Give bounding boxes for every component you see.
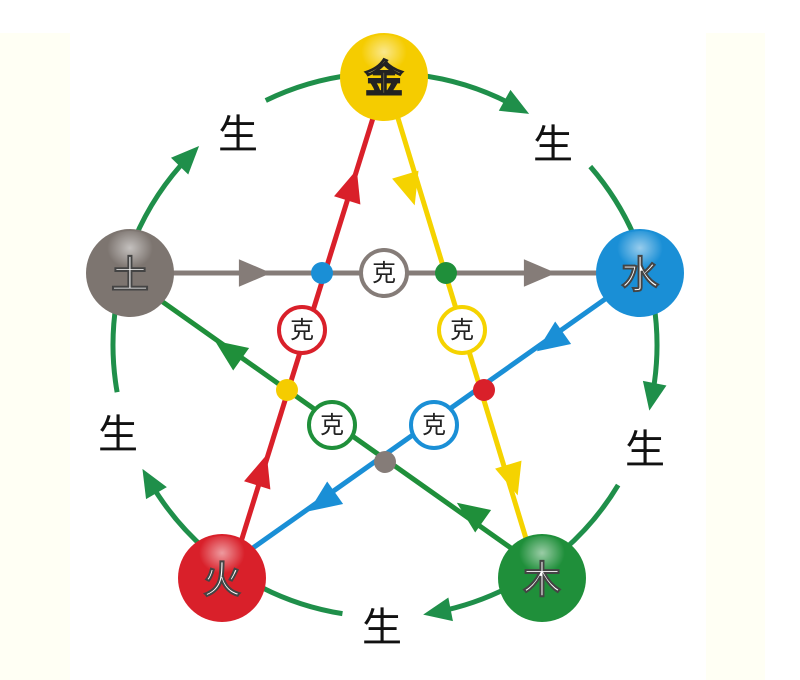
intersection-dot: [276, 379, 298, 401]
generating-labels: 生生生生生: [98, 112, 665, 651]
overcoming-arrow: [536, 321, 572, 352]
generating-arc: [110, 302, 120, 393]
generating-label: 生: [362, 605, 402, 651]
node-highlight: [184, 536, 260, 604]
overcoming-arrow: [308, 481, 344, 512]
overcoming-arrow: [238, 259, 272, 287]
overcoming-arrow: [523, 259, 557, 287]
overcoming-badge: [277, 305, 327, 355]
overcoming-arrow: [495, 460, 522, 496]
intersection-dot: [374, 451, 396, 473]
element-nodes: 金水木 火 土: [86, 33, 684, 622]
generating-arc: [588, 164, 638, 240]
generating-label: 生: [533, 122, 573, 168]
element-fire-label: 火: [203, 558, 241, 602]
overcoming-arrow: [392, 170, 419, 206]
generating-arrow: [642, 380, 667, 411]
overcoming-label: 克: [450, 316, 474, 344]
generating-arc: [260, 585, 343, 617]
overcoming-arrow: [334, 169, 361, 205]
generating-arrow: [423, 597, 453, 622]
generating-arrow: [498, 89, 530, 114]
generating-arc: [132, 154, 192, 240]
overcoming-badge: [307, 400, 357, 450]
generating-label: 生: [625, 427, 665, 473]
element-earth-label: 土: [111, 253, 149, 297]
generating-arc: [561, 483, 621, 553]
node-highlight: [346, 35, 422, 103]
generating-arc: [649, 302, 660, 398]
generating-arrow: [170, 145, 200, 175]
overcoming-badge: [409, 400, 459, 450]
overcoming-label: 克: [290, 316, 314, 344]
overcoming-arrow: [244, 454, 271, 490]
intersection-dot: [473, 379, 495, 401]
overcoming-label: 克: [372, 259, 396, 287]
intersection-dots: [276, 262, 495, 473]
overcoming-label: 克: [320, 411, 344, 439]
generating-label: 生: [218, 112, 258, 158]
node-highlight: [92, 231, 168, 299]
overcoming-arrow: [456, 502, 492, 533]
overcoming-labels: 克克克克克: [277, 248, 487, 450]
generating-arc: [264, 72, 353, 103]
intersection-dot: [311, 262, 333, 284]
node-highlight: [504, 536, 580, 604]
generating-arc: [417, 72, 519, 110]
overcoming-label: 克: [422, 411, 446, 439]
overcoming-lines: [150, 114, 620, 561]
intersection-dot: [435, 262, 457, 284]
overcoming-badge: [359, 248, 409, 298]
overcoming-badge: [437, 305, 487, 355]
element-metal-label: 金: [364, 57, 404, 101]
element-wood-label: 木: [523, 558, 561, 602]
generating-arrow: [142, 468, 167, 500]
element-water-label: 水: [621, 253, 660, 297]
node-highlight: [602, 231, 678, 299]
generating-label: 生: [98, 412, 138, 458]
overcoming-arrow: [214, 340, 250, 371]
background-white: [70, 33, 706, 680]
